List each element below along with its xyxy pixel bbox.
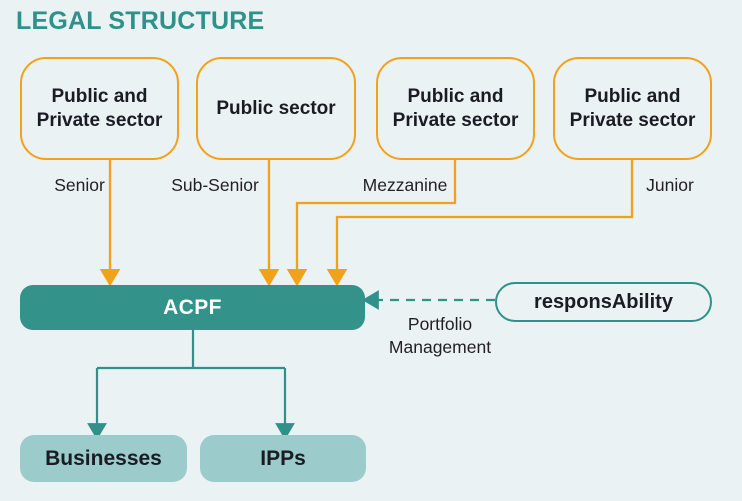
manager-box-responsability[interactable]: responsAbility (495, 282, 712, 322)
investor-box-sub-senior[interactable]: Public sector (196, 57, 356, 160)
portfolio-management-line1: Portfolio (407, 314, 473, 334)
investor-label: Public and Private sector (392, 86, 519, 131)
investee-label: Businesses (45, 446, 162, 470)
investor-box-junior[interactable]: Public and Private sector (553, 57, 712, 160)
investee-box-businesses[interactable]: Businesses (20, 435, 187, 482)
manager-label: responsAbility (534, 290, 673, 313)
tranche-label-senior: Senior (54, 175, 105, 195)
investor-box-mezzanine[interactable]: Public and Private sector (376, 57, 535, 160)
tranche-label-mezzanine: Mezzanine (362, 175, 448, 195)
portfolio-management-line2: Management (388, 337, 492, 358)
fund-label: ACPF (163, 295, 222, 319)
investor-box-senior[interactable]: Public and Private sector (20, 57, 179, 160)
tranche-label-junior: Junior (646, 175, 694, 195)
fund-box-acpf[interactable]: ACPF (20, 285, 365, 330)
investor-label: Public sector (216, 97, 336, 119)
tranche-label-sub-senior: Sub-Senior (171, 175, 259, 195)
investor-label: Public and Private sector (36, 86, 163, 131)
investee-label: IPPs (260, 446, 306, 470)
portfolio-management-label: Portfolio Management (370, 313, 510, 359)
page-title: LEGAL STRUCTURE (16, 7, 265, 35)
investor-label: Public and Private sector (569, 86, 696, 131)
investee-box-ipps[interactable]: IPPs (200, 435, 366, 482)
